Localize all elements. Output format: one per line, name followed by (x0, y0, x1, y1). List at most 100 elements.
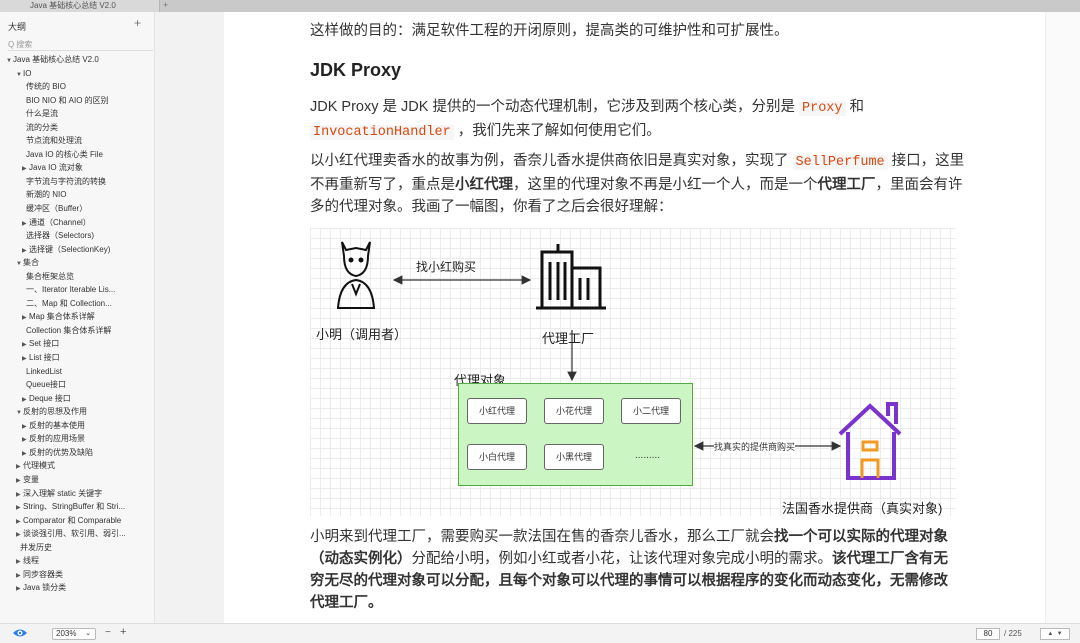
outline-item[interactable]: LinkedList (0, 365, 154, 379)
agent-box: 小白代理 (467, 444, 527, 470)
expand-right-icon[interactable]: ▶ (16, 532, 21, 539)
outline-item[interactable]: BIO NIO 和 AIO 的区别 (0, 94, 154, 108)
outline-item-label: 字节流与字符流的转换 (26, 176, 106, 186)
page-up-icon[interactable]: ▲ (1047, 631, 1054, 637)
outline-item[interactable]: ▶反射的应用场景 (0, 432, 154, 446)
outline-item[interactable]: ▼反射的思想及作用 (0, 405, 154, 419)
expand-down-icon[interactable]: ▼ (16, 261, 22, 268)
code-sellperfume: SellPerfume (792, 155, 888, 170)
expand-right-icon[interactable]: ▶ (22, 423, 27, 430)
expand-right-icon[interactable]: ▶ (22, 315, 27, 322)
outline-item[interactable]: 节点流和处理流 (0, 134, 154, 148)
outline-item[interactable]: 传统的 BIO (0, 80, 154, 94)
outline-item[interactable]: ▶线程 (0, 554, 154, 568)
expand-right-icon[interactable]: ▶ (16, 464, 21, 471)
outline-item[interactable]: ▶Java IO 流对象 (0, 161, 154, 175)
diagram-graphics (336, 241, 902, 480)
text-span: 以小红代理卖香水的故事为例，香奈儿香水提供商依旧是真实对象，实现了 (310, 153, 793, 169)
expand-right-icon[interactable]: ▶ (16, 518, 21, 525)
outline-item[interactable]: 一、Iterator Iterable Lis... (0, 283, 154, 297)
expand-right-icon[interactable]: ▶ (16, 586, 21, 593)
outline-item[interactable]: 什么是流 (0, 107, 154, 121)
outline-item[interactable]: Collection 集合体系详解 (0, 324, 154, 338)
outline-item[interactable]: ▼Java 基础核心总结 V2.0 (0, 53, 154, 67)
expand-right-icon[interactable]: ▶ (16, 505, 21, 512)
expand-down-icon[interactable]: ▼ (16, 410, 22, 417)
expand-right-icon[interactable]: ▶ (22, 356, 27, 363)
expand-right-icon[interactable]: ▶ (22, 220, 27, 227)
expand-right-icon[interactable]: ▶ (22, 342, 27, 349)
expand-right-icon[interactable]: ▶ (22, 166, 27, 173)
expand-right-icon[interactable]: ▶ (16, 572, 21, 579)
outline-item[interactable]: ▶变量 (0, 473, 154, 487)
expand-down-icon[interactable]: ▼ (16, 71, 22, 78)
outline-item[interactable]: ▶List 接口 (0, 351, 154, 365)
expand-right-icon[interactable]: ▶ (22, 396, 27, 403)
page-nav-arrows[interactable]: ▲ ▼ (1040, 628, 1070, 640)
outline-item-label: 选择键（SelectionKey) (29, 244, 111, 254)
vertical-scrollbar[interactable] (1045, 12, 1080, 623)
outline-item[interactable]: ▶选择键（SelectionKey) (0, 243, 154, 257)
outline-item[interactable]: 集合框架总览 (0, 270, 154, 284)
expand-right-icon[interactable]: ▶ (22, 437, 27, 444)
zoom-select[interactable]: 203%⌄ (52, 628, 96, 640)
outline-item[interactable]: Queue接口 (0, 378, 154, 392)
expand-right-icon[interactable]: ▶ (22, 247, 27, 254)
outline-item-label: 一、Iterator Iterable Lis... (26, 285, 116, 295)
outline-item-label: 集合框架总览 (26, 271, 74, 281)
outline-item[interactable]: ▶String、StringBuffer 和 Stri... (0, 500, 154, 514)
add-outline-button[interactable]: + (134, 16, 142, 30)
paragraph-summary: 小明来到代理工厂，需要购买一款法国在售的香奈儿香水，那么工厂就会找一个可以实际的… (310, 526, 960, 614)
outline-item[interactable]: ▼IO (0, 67, 154, 81)
expand-right-icon[interactable]: ▶ (16, 477, 21, 484)
outline-item[interactable]: ▶通道（Channel） (0, 216, 154, 230)
outline-item-label: 代理模式 (23, 461, 55, 471)
outline-item[interactable]: ▶同步容器类 (0, 568, 154, 582)
outline-item[interactable]: ▶Comparator 和 Comparable (0, 514, 154, 528)
page-down-icon[interactable]: ▼ (1056, 631, 1063, 637)
outline-item-label: BIO NIO 和 AIO 的区别 (26, 95, 109, 105)
outline-item[interactable]: ▶谈谈强引用、软引用、弱引... (0, 527, 154, 541)
outline-item[interactable]: Java IO 的核心类 File (0, 148, 154, 162)
outline-item-label: IO (23, 68, 32, 78)
zoom-out-button[interactable]: − (105, 627, 111, 638)
outline-item[interactable]: 并发历史 (0, 541, 154, 555)
buy-label: 找小红购买 (416, 260, 477, 274)
page-number-input[interactable]: 80 (976, 628, 1000, 640)
expand-right-icon[interactable]: ▶ (16, 559, 21, 566)
expand-right-icon[interactable]: ▶ (22, 450, 27, 457)
outline-item[interactable]: ▼集合 (0, 256, 154, 270)
outline-item[interactable]: 缓冲区（Buffer） (0, 202, 154, 216)
expand-down-icon[interactable]: ▼ (6, 58, 12, 64)
outline-item[interactable]: ▶代理模式 (0, 459, 154, 473)
outline-item-label: Map 集合体系详解 (29, 312, 95, 322)
find-supplier-label: 找真实的提供商购买 (714, 440, 796, 453)
expand-right-icon[interactable]: ▶ (16, 491, 21, 498)
outline-item[interactable]: ▶Deque 接口 (0, 392, 154, 406)
text-span: 分配给小明，例如小红或者小花，让该代理对象完成小明的需求。 (411, 551, 833, 567)
outline-item-label: Deque 接口 (29, 393, 71, 403)
factory-building-icon (536, 244, 606, 310)
outline-item[interactable]: ▶反射的基本使用 (0, 419, 154, 433)
outline-item[interactable]: 字节流与字符流的转换 (0, 175, 154, 189)
new-tab-button[interactable]: + (163, 0, 169, 10)
outline-item[interactable]: ▶Java 锁分类 (0, 581, 154, 595)
outline-item[interactable]: 流的分类 (0, 121, 154, 135)
document-tab[interactable]: Java 基础核心总结 V2.0 (0, 0, 160, 12)
outline-item[interactable]: ▶深入理解 static 关键字 (0, 487, 154, 501)
outline-item-label: 二、Map 和 Collection... (26, 298, 112, 308)
bold-text: 找一个可以实际的代理对象（动态实例化） (310, 529, 948, 567)
supplier-label: 法国香水提供商（真实对象) (782, 501, 943, 516)
agent-box: 小黑代理 (544, 444, 604, 470)
outline-item[interactable]: 选择器（Selectors) (0, 229, 154, 243)
outline-item-label: Comparator 和 Comparable (23, 515, 122, 525)
outline-item[interactable]: 二、Map 和 Collection... (0, 297, 154, 311)
eye-icon[interactable] (12, 627, 28, 641)
outline-item[interactable]: 新潮的 NIO (0, 188, 154, 202)
zoom-in-button[interactable]: + (120, 626, 127, 638)
outline-item[interactable]: ▶反射的优势及缺陷 (0, 446, 154, 460)
document-area: 这样做的目的：满足软件工程的开闭原则，提高类的可维护性和可扩展性。 JDK Pr… (155, 12, 1045, 623)
outline-item[interactable]: ▶Map 集合体系详解 (0, 310, 154, 324)
outline-item[interactable]: ▶Set 接口 (0, 337, 154, 351)
